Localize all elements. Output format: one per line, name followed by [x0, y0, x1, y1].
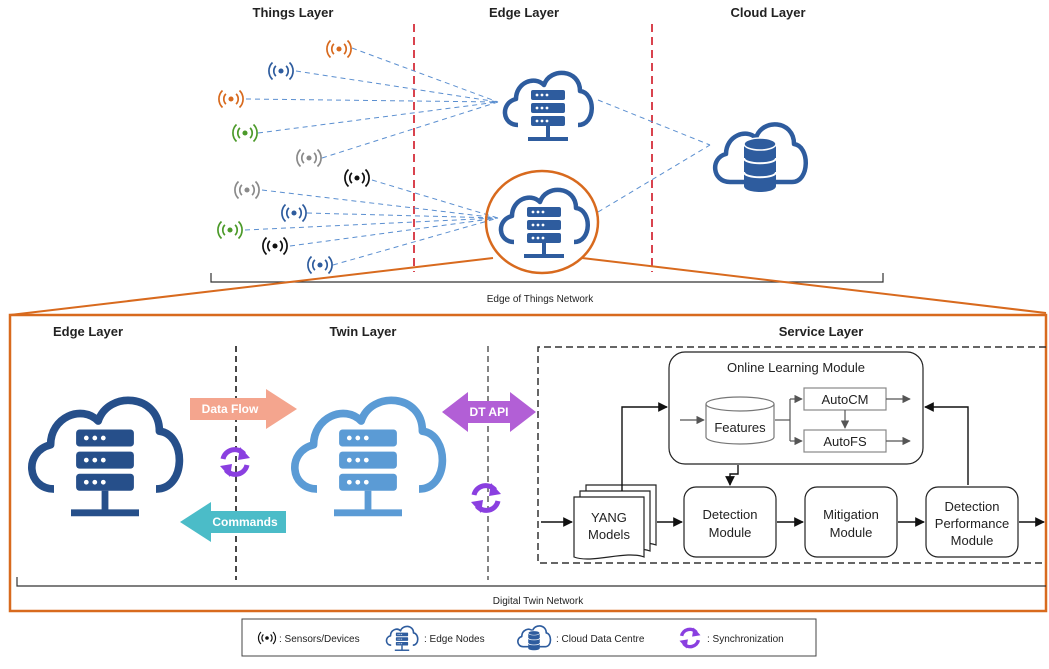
edge-of-things-network-label: Edge of Things Network: [487, 294, 595, 305]
mitigation-module-box: [804, 486, 898, 558]
service-flow-arrows: [541, 402, 1045, 527]
digital-twin-network-label: Digital Twin Network: [493, 596, 584, 607]
sensor-device-icon: [344, 168, 370, 188]
data-flow-arrow: [190, 389, 297, 429]
features-database: [705, 396, 775, 445]
detection-module-line1: Detection: [703, 507, 758, 522]
features-label: Features: [714, 420, 766, 435]
twin-layer-title: Twin Layer: [330, 324, 397, 339]
service-layer-box: [537, 346, 1046, 564]
edge-node-icon: [32, 400, 180, 512]
cloud-data-centre-icon: [715, 124, 806, 192]
bottom-edge-layer-title: Edge Layer: [53, 324, 123, 339]
sensor-device-icon: [232, 123, 258, 143]
synchronization-icon: [471, 483, 501, 513]
yang-models-line2: Models: [588, 527, 630, 542]
synchronization-icon: [220, 447, 250, 477]
data-flow-label: Data Flow: [202, 402, 259, 416]
commands-arrow: [180, 502, 286, 542]
mitigation-module-line1: Mitigation: [823, 507, 879, 522]
sensor-links: [244, 47, 711, 266]
edge-of-things-bracket: [210, 273, 884, 283]
autocm-label: AutoCM: [822, 392, 869, 407]
detection-performance-line1: Detection: [945, 499, 1000, 514]
legend-cloud-label: : Cloud Data Centre: [556, 634, 645, 645]
sensor-device-icon: [218, 89, 244, 109]
sensor-device-icon: [281, 203, 307, 223]
sensor-device-icon: [234, 180, 260, 200]
service-layer-title: Service Layer: [779, 324, 864, 339]
sensor-device-icon: [326, 39, 352, 59]
twin-node-icon: [295, 400, 443, 512]
yang-models-line1: YANG: [591, 510, 627, 525]
detection-module-line2: Module: [709, 525, 752, 540]
zoom-connector-left: [9, 257, 494, 316]
detection-performance-line2: Performance: [935, 516, 1009, 531]
autofs-label: AutoFS: [823, 434, 867, 449]
edge-node-icon: [505, 73, 592, 139]
sensor-device-icon: [307, 255, 333, 275]
things-layer-title: Things Layer: [253, 5, 334, 20]
cloud-layer-title: Cloud Layer: [730, 5, 805, 20]
sensor-device-icon: [262, 236, 288, 256]
top-edge-layer-title: Edge Layer: [489, 5, 559, 20]
highlighted-edge-node-ring: [484, 169, 600, 275]
dt-api-arrow: [442, 392, 536, 432]
edge-node-icon: [501, 190, 588, 256]
sensor-device-icon: [217, 220, 243, 240]
digital-twin-frame: [8, 313, 1048, 613]
mitigation-module-line2: Module: [830, 525, 873, 540]
zoom-connector-right: [581, 257, 1047, 314]
detection-performance-module-box: [925, 486, 1019, 558]
yang-models-document-stack: [573, 484, 657, 560]
sensor-device-icon: [296, 148, 322, 168]
detection-module-box: [683, 486, 777, 558]
commands-label: Commands: [212, 515, 278, 529]
digital-twin-bracket: [16, 577, 1046, 587]
legend-edge-nodes-label: : Edge Nodes: [424, 634, 485, 645]
online-learning-arrows: [680, 394, 911, 446]
sensor-device-icon: [268, 61, 294, 81]
legend-sync-label: : Synchronization: [707, 634, 784, 645]
detection-performance-line3: Module: [951, 533, 994, 548]
online-learning-module-title: Online Learning Module: [727, 360, 865, 375]
legend-sensors-label: : Sensors/Devices: [279, 634, 360, 645]
dt-api-label: DT API: [470, 405, 509, 419]
